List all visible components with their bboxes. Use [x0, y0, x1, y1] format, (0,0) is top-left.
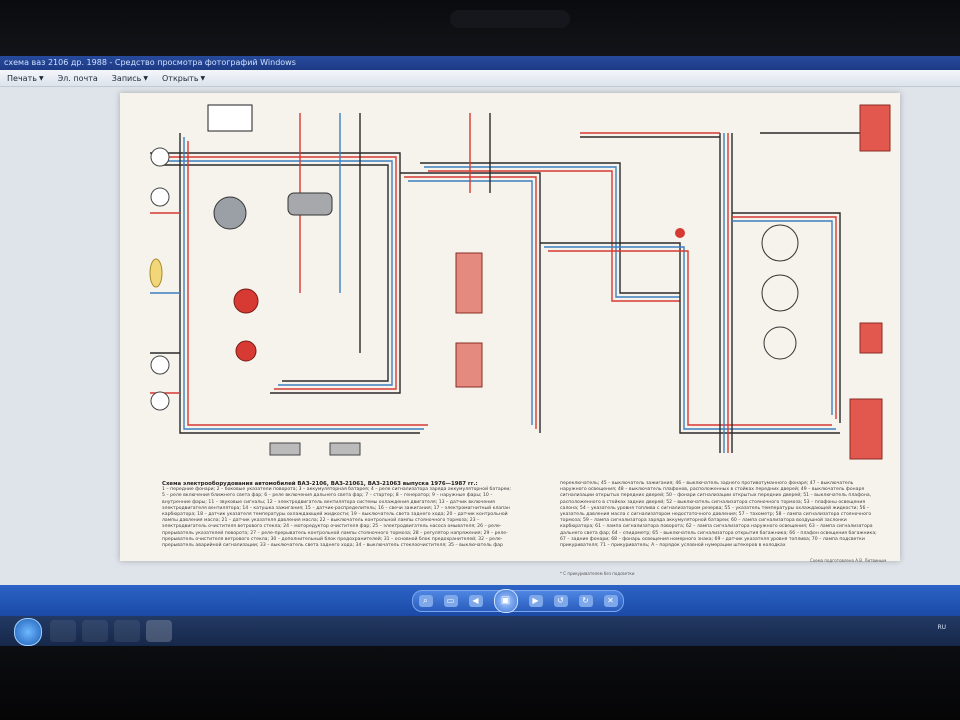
fuse-block-aux	[455, 342, 483, 388]
system-tray: RU	[937, 624, 946, 631]
window-title: схема ваз 2106 др. 1988 - Средство просм…	[0, 56, 960, 70]
generator-icon	[213, 196, 247, 230]
rear-light-icon	[859, 104, 891, 152]
chrome-icon[interactable]	[114, 620, 140, 642]
menu-burn[interactable]: Запись ▼	[105, 74, 155, 83]
connector-icon	[269, 442, 301, 456]
headlight-icon	[150, 187, 170, 207]
connector-icon	[329, 442, 361, 456]
caption-title: Схема электрооборудования автомобилей ВА…	[162, 481, 478, 487]
caption-footnote: * С прикуривателем без подсветки	[560, 571, 635, 576]
photo-viewer-icon[interactable]	[146, 620, 172, 642]
chevron-down-icon: ▼	[200, 74, 206, 82]
wiring-diagram	[149, 104, 891, 460]
taskbar: RU	[0, 616, 960, 646]
starter-icon	[287, 192, 333, 216]
menu-email[interactable]: Эл. почта	[51, 74, 105, 83]
menu-bar: Печать ▼ Эл. почта Запись ▼ Открыть ▼	[0, 70, 960, 87]
chevron-down-icon: ▼	[143, 74, 148, 82]
rear-light-icon	[849, 398, 883, 460]
next-icon[interactable]: ▶	[528, 595, 543, 607]
menu-print-label: Печать	[7, 73, 37, 83]
image-viewport[interactable]: Схема электрооборудования автомобилей ВА…	[0, 87, 960, 585]
speedometer-icon	[761, 224, 799, 262]
caption-legend-left: 1 – передние фонари; 2 – боковые указате…	[162, 487, 511, 549]
firefox-icon[interactable]	[82, 620, 108, 642]
webcam-notch	[450, 10, 570, 28]
opera-icon[interactable]	[50, 620, 76, 642]
ignition-coil-icon	[235, 340, 257, 362]
monitor-bezel-top	[0, 0, 960, 56]
headlight-icon	[150, 147, 170, 167]
viewer-control-bar: ⌕ ▭ ◀ ▣ ▶ ↺ ↻ ✕	[0, 585, 960, 616]
monitor-bezel-bottom	[0, 646, 960, 720]
menu-open-label: Открыть	[161, 73, 199, 83]
wiring-diagram-image: Схема электрооборудования автомобилей ВА…	[120, 93, 900, 576]
slideshow-icon[interactable]: ▣	[493, 589, 518, 613]
start-orb-icon[interactable]	[14, 618, 42, 646]
viewer-controls: ⌕ ▭ ◀ ▣ ▶ ↺ ↻ ✕	[412, 589, 624, 613]
distributor-icon	[233, 288, 259, 314]
language-indicator[interactable]: RU	[937, 624, 946, 631]
rotate-right-icon[interactable]: ↻	[578, 595, 593, 607]
photo-viewer-window: схема ваз 2106 др. 1988 - Средство просм…	[0, 56, 960, 616]
caption-legend-right: переключатель; 45 – выключатель зажигани…	[560, 481, 877, 549]
zoom-icon[interactable]: ⌕	[418, 595, 433, 607]
menu-open[interactable]: Открыть ▼	[155, 74, 212, 83]
rear-light-icon	[859, 322, 883, 354]
battery-icon	[207, 104, 253, 132]
gauge-icon	[763, 326, 797, 360]
caption-left-column: Схема электрооборудования автомобилей ВА…	[162, 481, 512, 549]
cooling-fan-icon	[149, 258, 163, 288]
warning-lamp-icon	[675, 228, 685, 238]
delete-icon[interactable]: ✕	[603, 595, 618, 607]
fuse-block-main	[455, 252, 483, 314]
headlight-icon	[150, 355, 170, 375]
menu-print[interactable]: Печать ▼	[0, 74, 51, 83]
menu-email-label: Эл. почта	[57, 73, 98, 83]
caption-signature: Схема подготовлена А.В. Литвиным	[810, 558, 887, 563]
rotate-left-icon[interactable]: ↺	[553, 595, 568, 607]
chevron-down-icon: ▼	[38, 74, 44, 82]
menu-burn-label: Запись	[111, 73, 142, 83]
tachometer-icon	[761, 274, 799, 312]
fit-window-icon[interactable]: ▭	[443, 595, 458, 607]
headlight-icon	[150, 391, 170, 411]
prev-icon[interactable]: ◀	[468, 595, 483, 607]
